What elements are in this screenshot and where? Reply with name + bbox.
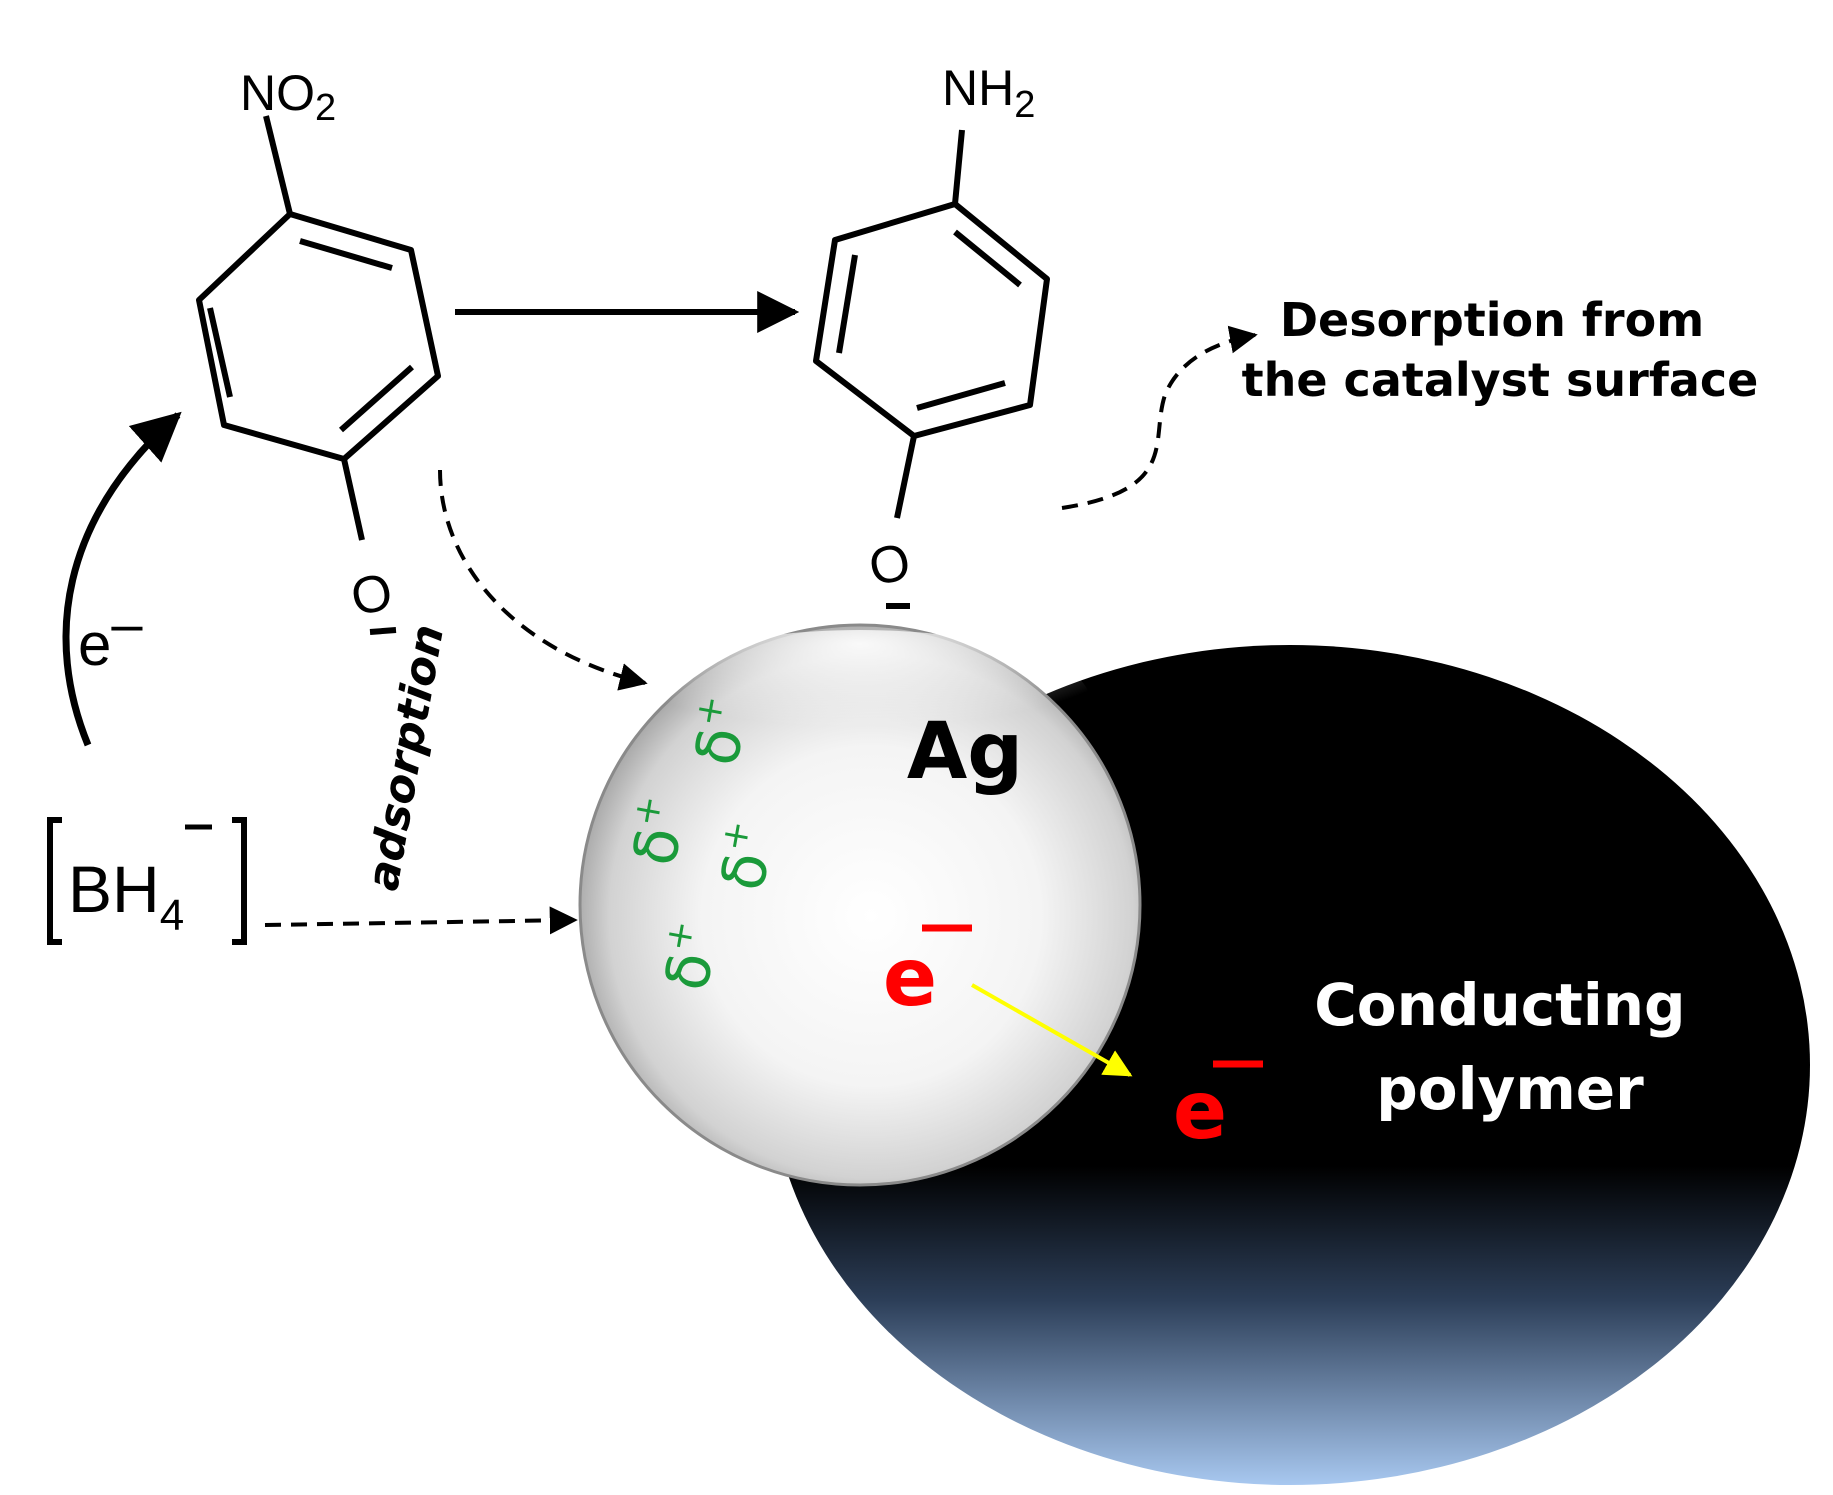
borohydride-label: BH4 — [68, 852, 184, 940]
silver-label: Ag — [907, 707, 1023, 797]
electron-red-polymer: e — [1173, 1060, 1263, 1157]
electron-red-particle: e — [883, 924, 972, 1024]
electron-transfer-arrow-yellow — [971, 983, 1133, 1077]
reactant-oxygen: O — [346, 562, 398, 627]
electron-transfer-arrow-left — [62, 411, 182, 747]
svg-text:e: e — [883, 931, 937, 1024]
adsorption-arrow — [438, 469, 648, 691]
borohydride-brackets — [47, 817, 247, 945]
electron-left-label: e– — [78, 592, 143, 678]
nitro-label: NO2 — [240, 65, 336, 129]
amino-label: NH2 — [942, 60, 1035, 126]
desorption-arrow — [1061, 325, 1258, 510]
desorption-label: Desorption from the catalyst surface — [1242, 293, 1759, 407]
delta-plus-4: δ+ — [651, 917, 733, 995]
nitrophenolate-molecule — [196, 115, 441, 635]
product-oxygen: O — [864, 532, 916, 597]
svg-text:e: e — [1173, 1064, 1227, 1157]
silver-nanoparticle — [578, 623, 1142, 1187]
polymer-label: Conducting polymer — [1314, 971, 1706, 1123]
borohydride-arrow — [264, 906, 578, 935]
aminophenolate-molecule — [813, 129, 1050, 609]
adsorption-label: adsorption — [357, 621, 454, 894]
